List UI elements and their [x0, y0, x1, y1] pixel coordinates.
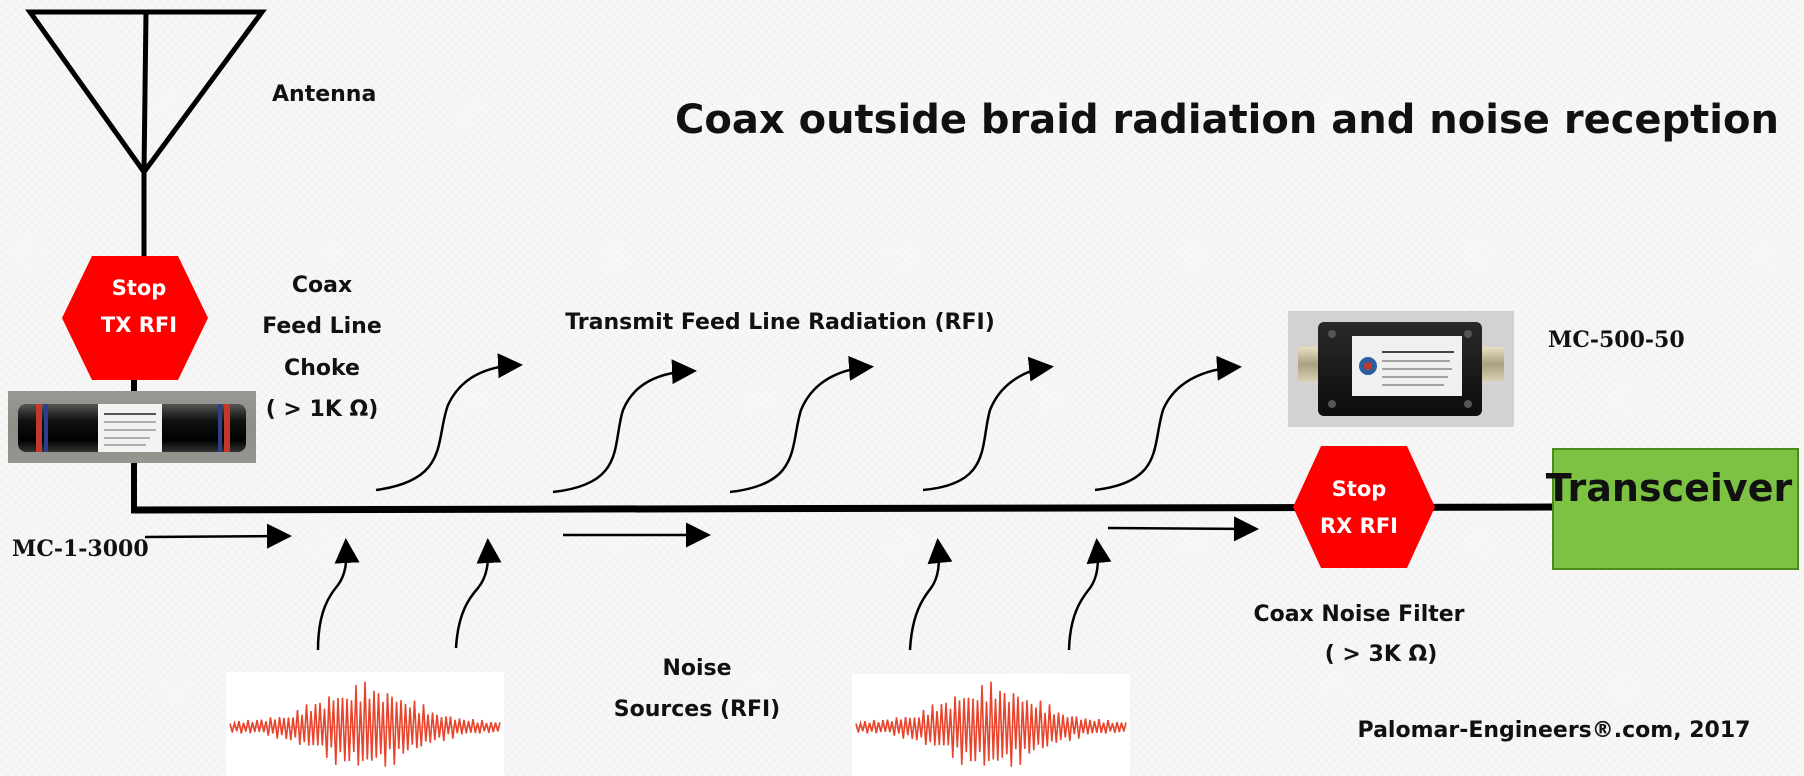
- stop-tx-rfi-sign: Stop TX RFI: [62, 256, 208, 380]
- filter-photo: [1288, 311, 1514, 427]
- stop-rx-line1: Stop: [1332, 477, 1387, 501]
- choke-label-line3: Choke: [284, 356, 360, 381]
- noise-arrow: [1107, 516, 1259, 542]
- noise-label-line1: Noise: [662, 656, 731, 681]
- stop-tx-line2: TX RFI: [101, 313, 177, 337]
- tx-arrow: [552, 359, 697, 494]
- antenna-label: Antenna: [272, 82, 376, 107]
- footer-credit: Palomar-Engineers®.com, 2017: [1358, 718, 1751, 743]
- tx-radiation-arrows: [375, 353, 1242, 494]
- choke-label-line2: Feed Line: [262, 314, 382, 339]
- noise-arrow: [454, 538, 502, 649]
- choke-label-line1: Coax: [292, 273, 352, 298]
- filter-label-line1: Coax Noise Filter: [1253, 602, 1464, 627]
- tx-radiation-label: Transmit Feed Line Radiation (RFI): [565, 310, 995, 335]
- mc1-label: MC-1-3000: [12, 536, 149, 562]
- choke-label-line4: ( > 1K Ω): [266, 397, 379, 422]
- transceiver-label: Transceiver: [1546, 466, 1793, 510]
- choke-photo: [8, 391, 256, 463]
- diagram-title: Coax outside braid radiation and noise r…: [675, 97, 1779, 143]
- tx-arrow: [729, 355, 874, 494]
- antenna-icon: [25, 9, 267, 258]
- stop-rx-line2: RX RFI: [1320, 514, 1398, 538]
- tx-arrow: [922, 356, 1054, 492]
- filter-label-line2: ( > 3K Ω): [1325, 642, 1438, 667]
- transceiver-box: Transceiver: [1546, 448, 1799, 570]
- noise-waveform-icon: [855, 681, 1127, 767]
- noise-source-left: [226, 672, 504, 776]
- tx-arrow: [1094, 355, 1242, 492]
- noise-label-line2: Sources (RFI): [614, 697, 780, 722]
- mc500-label: MC-500-50: [1548, 327, 1685, 353]
- stop-rx-rfi-sign: Stop RX RFI: [1293, 446, 1435, 568]
- noise-arrow: [1067, 538, 1112, 651]
- noise-curved-arrows: [316, 538, 1112, 651]
- stop-tx-line1: Stop: [112, 276, 167, 300]
- noise-straight-arrows: [144, 516, 1259, 549]
- tx-arrow: [375, 353, 523, 492]
- mc1-arrow: [144, 523, 292, 549]
- noise-waveform-icon: [229, 681, 501, 767]
- noise-arrow: [316, 538, 360, 651]
- noise-arrow: [908, 538, 953, 651]
- noise-source-right: [852, 674, 1130, 776]
